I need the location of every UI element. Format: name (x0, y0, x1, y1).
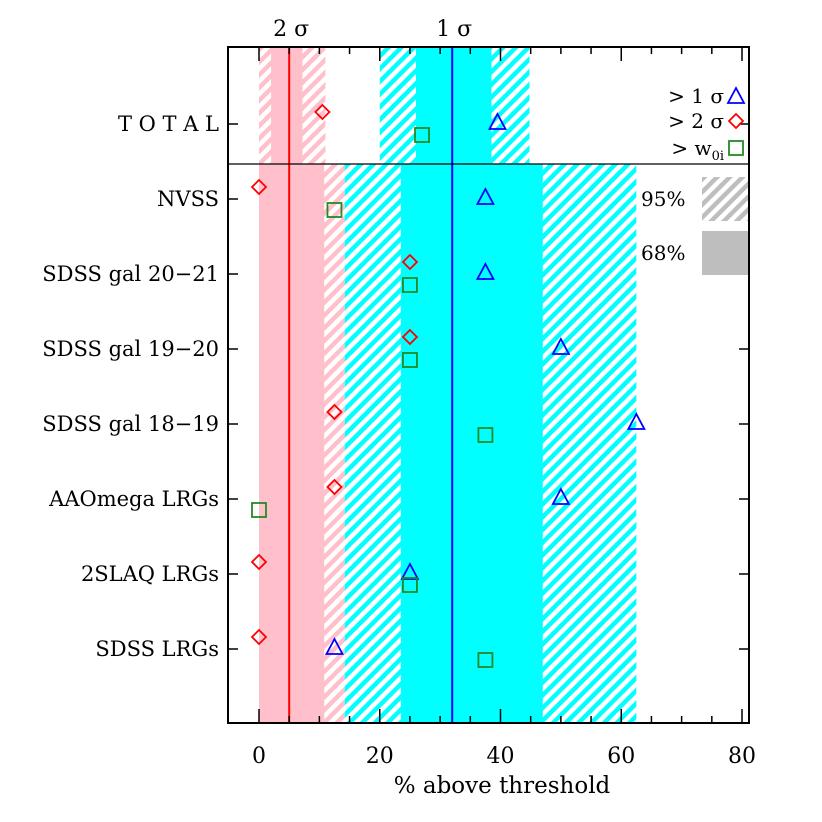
diamond-marker (401, 328, 419, 346)
category-label: T O T A L (118, 112, 219, 136)
square-marker (477, 652, 494, 668)
legend-band-label: 95% (641, 187, 685, 211)
category-label: SDSS gal 20−21 (42, 262, 219, 286)
band-samples-1sigma-68 (400, 164, 543, 723)
triangle-marker (626, 412, 646, 430)
square-marker (477, 427, 494, 443)
category-label: SDSS gal 19−20 (42, 337, 219, 361)
band-total-1sigma-68 (415, 47, 492, 164)
triangle-marker (551, 337, 571, 355)
band-total-2sigma-68 (271, 47, 303, 164)
diamond-marker (326, 478, 343, 496)
x-tick-label: 40 (487, 744, 515, 769)
square-marker (326, 202, 343, 218)
top-sigma-label: 2 σ (273, 17, 309, 42)
x-axis-label: % above threshold (394, 773, 611, 799)
category-label: 2SLAQ LRGs (81, 562, 219, 586)
legend-band-label: 68% (641, 241, 685, 265)
sigma-lines: 2 σ 1 σ (273, 17, 472, 723)
triangle-marker (324, 637, 344, 655)
band-samples-2sigma-68 (259, 164, 325, 723)
diamond-marker (314, 103, 331, 121)
diamond-marker (250, 178, 268, 196)
x-tick-label: 80 (728, 744, 756, 769)
square-marker (414, 127, 430, 143)
legend-entry-label: > w0i (671, 136, 724, 164)
triangle-marker (475, 262, 495, 280)
legend-band-swatch-solid (702, 231, 748, 275)
legend: > 1 σ> 2 σ > w0i 95% 68% (641, 84, 748, 275)
legend-band-swatch-hatched (702, 177, 748, 221)
diamond-marker (250, 553, 268, 571)
x-tick-label: 0 (252, 744, 266, 769)
category-label: NVSS (157, 187, 219, 211)
diamond-marker (250, 628, 268, 646)
category-label: SDSS gal 18−19 (42, 412, 219, 436)
x-tick-label: 20 (366, 744, 394, 769)
diamond-marker (401, 253, 419, 271)
plot-frame (227, 46, 750, 724)
legend-entry-label: > 1 σ (668, 84, 724, 108)
legend-diamond-marker (727, 112, 745, 130)
legend-entry-label: > 2 σ (668, 109, 724, 133)
data-markers (250, 103, 646, 668)
square-marker (402, 277, 418, 293)
axis-ticks: 0 20 40 60 80 (228, 47, 756, 769)
category-label: AAOmega LRGs (48, 487, 219, 511)
triangle-marker (551, 487, 571, 505)
legend-square-marker (728, 140, 744, 156)
x-tick-label: 60 (607, 744, 635, 769)
category-label: SDSS LRGs (95, 637, 219, 661)
triangle-marker (475, 187, 495, 205)
legend-triangle-marker (726, 86, 746, 104)
square-marker (402, 577, 418, 593)
top-sigma-label: 1 σ (436, 17, 472, 42)
diamond-marker (326, 403, 343, 421)
plot-border (227, 46, 750, 724)
confidence-bands (259, 47, 637, 723)
triangle-marker (400, 562, 420, 580)
square-marker (251, 502, 267, 518)
square-marker (402, 352, 418, 368)
triangle-marker (487, 112, 507, 130)
